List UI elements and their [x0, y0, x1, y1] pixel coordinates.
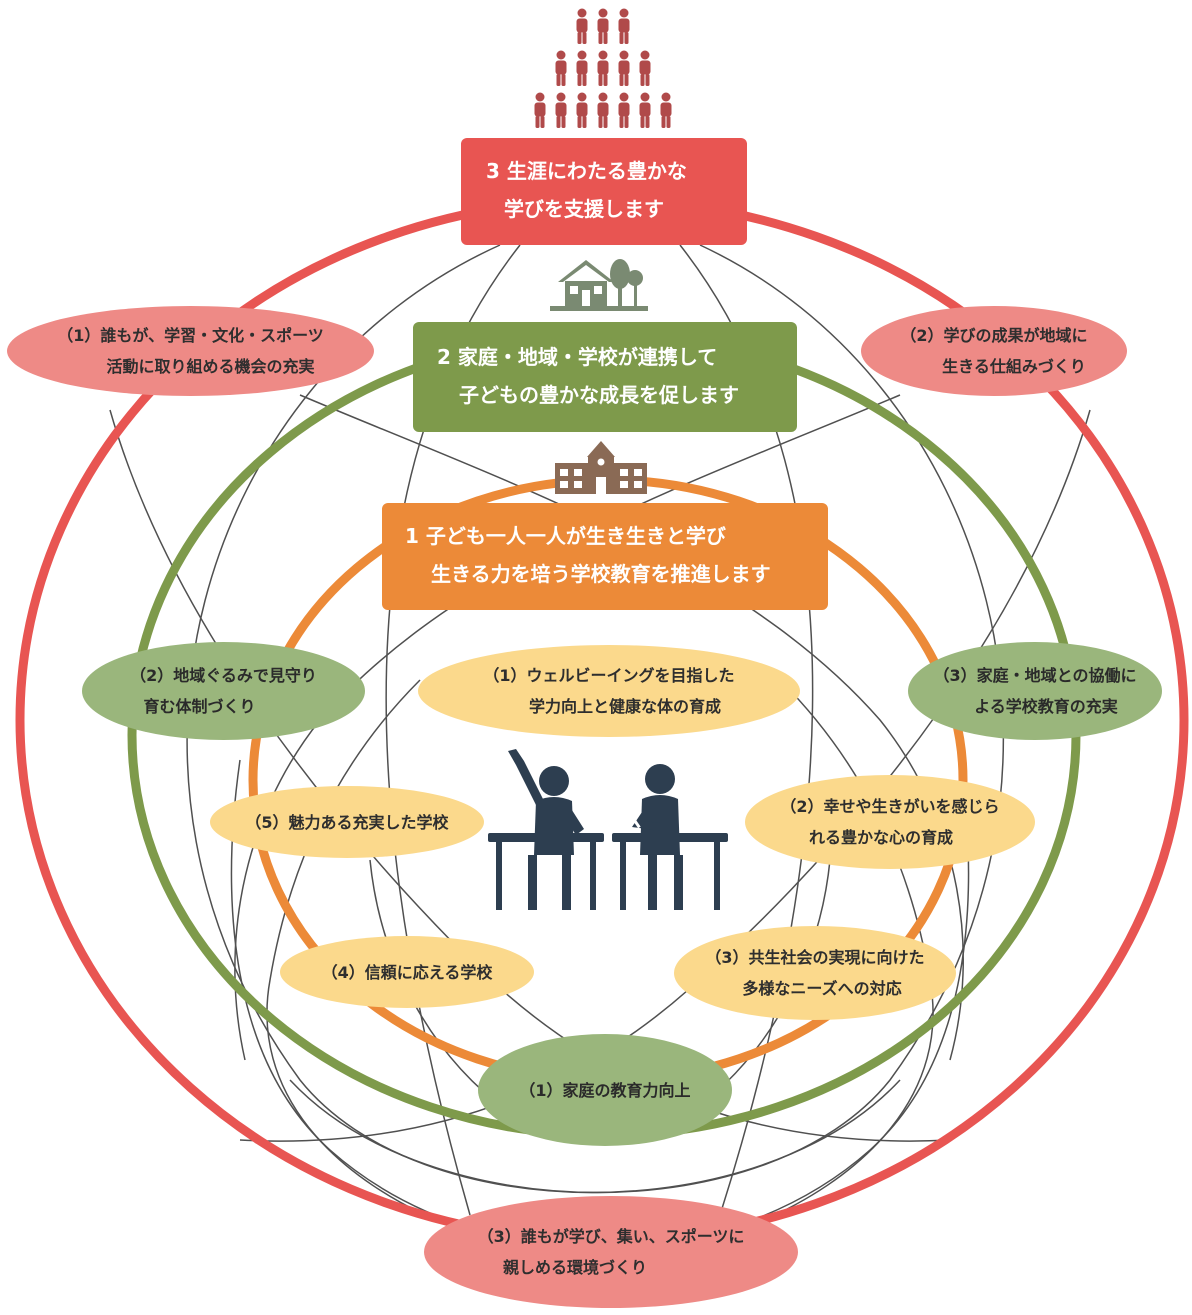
outer-item-2-line1: （2）学びの成果が地域に [900, 326, 1088, 345]
inner-item-4-line1: （4）信頼に応える学校 [321, 962, 493, 982]
inner-item-1-line2: 学力向上と健康な体の育成 [528, 697, 721, 716]
middle-item-3-line2: よる学校教育の充実 [974, 697, 1118, 716]
middle-item-3-line1: （3）家庭・地域との協働に [933, 666, 1137, 685]
inner-item-1-line1: （1）ウェルビーイングを目指した [483, 666, 735, 685]
outer-item-1-line1: （1）誰もが、学習・文化・スポーツ [57, 326, 324, 345]
people-pyramid-icon [534, 8, 672, 128]
middle-item-2-line1: （2）地域ぐるみで見守り [130, 666, 317, 685]
inner-item-3-line2: 多様なニーズへの対応 [742, 979, 902, 998]
inner-item-5: （5）魅力ある充実した学校 [210, 786, 484, 858]
pillar1-line2: 生きる力を培う学校教育を推進します [431, 562, 771, 586]
pillar3-line2: 学びを支援します [504, 197, 664, 221]
pillar3-box: 3 生涯にわたる豊かな 学びを支援します [461, 138, 747, 245]
inner-item-3-line1: （3）共生社会の実現に向けた [705, 948, 925, 967]
pillar3-line1: 3 生涯にわたる豊かな [486, 159, 687, 183]
inner-item-4: （4）信頼に応える学校 [280, 936, 534, 1008]
inner-item-2: （2）幸せや生きがいを感じら れる豊かな心の育成 [745, 775, 1035, 869]
middle-item-1-line1: （1）家庭の教育力向上 [519, 1080, 691, 1100]
inner-item-1: （1）ウェルビーイングを目指した 学力向上と健康な体の育成 [418, 645, 800, 737]
pillar2-box: 2 家庭・地域・学校が連携して 子どもの豊かな成長を促します [413, 322, 797, 432]
inner-item-3: （3）共生社会の実現に向けた 多様なニーズへの対応 [674, 926, 956, 1020]
school-building-icon [555, 441, 647, 494]
pillar2-line1: 2 家庭・地域・学校が連携して [437, 345, 718, 369]
outer-item-3: （3）誰もが学び、集い、スポーツに 親しめる環境づくり [424, 1196, 798, 1308]
pillar1-box: 1 子ども一人一人が生き生きと学び 生きる力を培う学校教育を推進します [382, 503, 828, 610]
house-tree-icon [550, 259, 648, 311]
inner-item-2-line1: （2）幸せや生きがいを感じら [780, 797, 1000, 816]
pillar1-line1: 1 子ども一人一人が生き生きと学び [405, 524, 726, 548]
pillar2-line2: 子どもの豊かな成長を促します [459, 383, 739, 407]
outer-item-2: （2）学びの成果が地域に 生きる仕組みづくり [861, 306, 1127, 396]
inner-item-5-line1: （5）魅力ある充実した学校 [245, 812, 449, 832]
outer-item-1-line2: 活動に取り組める機会の充実 [106, 357, 315, 376]
middle-item-3: （3）家庭・地域との協働に よる学校教育の充実 [908, 642, 1162, 740]
outer-item-1: （1）誰もが、学習・文化・スポーツ 活動に取り組める機会の充実 [7, 306, 374, 396]
students-at-desks-icon [488, 749, 728, 910]
middle-item-1: （1）家庭の教育力向上 [478, 1034, 732, 1146]
inner-item-2-line2: れる豊かな心の育成 [808, 828, 953, 847]
outer-item-2-line2: 生きる仕組みづくり [942, 357, 1086, 376]
outer-item-3-line2: 親しめる環境づくり [502, 1258, 647, 1277]
middle-item-2-line2: 育む体制づくり [143, 697, 256, 716]
middle-item-2: （2）地域ぐるみで見守り 育む体制づくり [82, 642, 365, 740]
outer-item-3-line1: （3）誰もが学び、集い、スポーツに [477, 1227, 745, 1246]
